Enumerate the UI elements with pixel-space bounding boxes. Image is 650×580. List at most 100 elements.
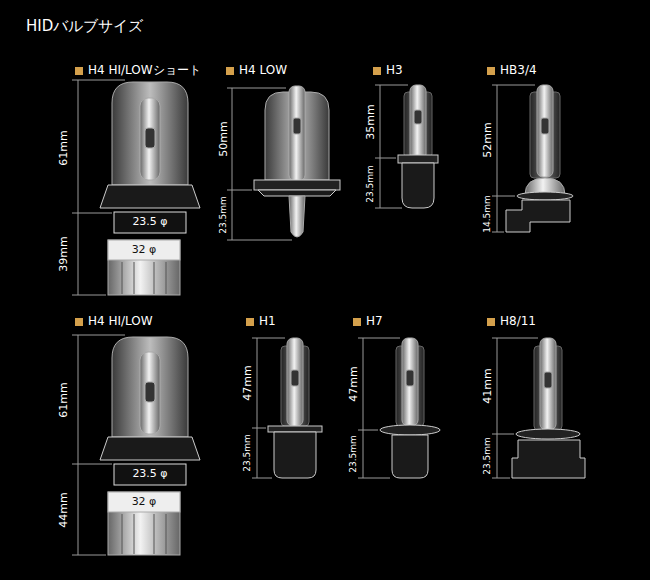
dimension-lines-part xyxy=(78,335,79,555)
h7-bulb-part xyxy=(402,338,418,426)
dimension-lines-part xyxy=(252,478,272,479)
bulb-name: H8/11 xyxy=(500,315,536,328)
dimension-lines-part xyxy=(497,338,498,478)
h3-bulb-part xyxy=(410,85,426,160)
dimension-lines-part xyxy=(358,430,378,431)
bulb-name: H3 xyxy=(386,64,403,77)
dimension: 44mm xyxy=(58,492,70,527)
h1-bulb-part xyxy=(291,370,299,386)
dimension-lines-part xyxy=(257,338,258,478)
dimension: 23.5mm xyxy=(483,437,493,475)
h3-bulb xyxy=(398,85,438,208)
dimension-lines-part xyxy=(363,338,364,478)
h811-bulb-part xyxy=(544,372,552,388)
h4-low-bulb-part xyxy=(258,190,336,196)
h811-bulb xyxy=(512,338,585,478)
bullet-squares-part xyxy=(226,67,234,75)
h1-bulb-part xyxy=(268,426,322,432)
h4-low-bulb xyxy=(254,86,340,237)
diameter: 32 φ xyxy=(132,496,157,508)
dimension: 23.5mm xyxy=(243,434,253,472)
h4-short-bulb-part xyxy=(112,82,188,185)
dimension: 52mm xyxy=(482,122,494,157)
dimension-lines-part xyxy=(72,213,112,214)
h3-bulb-part xyxy=(414,110,422,124)
dimension-lines-part xyxy=(72,295,106,296)
bulb-name: H1 xyxy=(259,315,276,328)
dimension-lines-part xyxy=(492,196,515,197)
h4-bulb-part-part xyxy=(166,514,167,554)
dimension: 35mm xyxy=(365,104,377,139)
dimension-lines-part xyxy=(492,232,504,233)
bullet-squares-part xyxy=(487,67,495,75)
h811-bulb-part xyxy=(512,440,585,478)
h4-short-bulb-part xyxy=(100,185,200,208)
h4-bulb-part xyxy=(122,514,166,554)
h4-short-bulb-part-part xyxy=(154,262,155,294)
dimension-lines-part xyxy=(227,190,252,191)
h4-short-bulb-part xyxy=(108,240,180,295)
dimension-lines-part xyxy=(232,88,233,240)
dimension: 47mm xyxy=(348,366,360,401)
h4-short-bulb-part xyxy=(114,212,186,233)
h7-bulb-part xyxy=(380,425,440,435)
page-title: HIDバルブサイズ xyxy=(26,18,143,35)
h4-bulb-part xyxy=(100,437,200,460)
dimension: 39mm xyxy=(58,236,70,271)
dimension-lines-part xyxy=(72,80,125,81)
dimension-lines-part xyxy=(497,85,498,232)
h4-bulb-part-part xyxy=(122,514,123,554)
dimension-lines-part xyxy=(492,434,514,435)
dimension-lines-part xyxy=(252,338,285,339)
h4-low-bulb-part xyxy=(289,196,305,237)
diameter: 32 φ xyxy=(132,244,157,256)
bulb-name: H7 xyxy=(366,315,383,328)
h4-bulb-part xyxy=(112,337,188,437)
dimension-lines-part xyxy=(380,85,381,208)
h7-bulb-part xyxy=(406,370,414,386)
dimension-lines-part xyxy=(375,85,408,86)
h4-low-bulb-part xyxy=(254,180,340,190)
h4-short-bulb-part xyxy=(140,98,160,180)
h3-bulb-part xyxy=(402,163,434,208)
dimension: 14.5mm xyxy=(483,195,493,233)
h4-short-bulb-part xyxy=(145,128,155,148)
h4-bulb-part xyxy=(140,352,160,434)
dimension-lines-part xyxy=(492,478,510,479)
dimension-lines-part xyxy=(492,338,538,339)
dimension-lines-part xyxy=(72,555,106,556)
diameter: 23.5 φ xyxy=(132,468,167,480)
h1-bulb xyxy=(268,338,322,478)
hb34-bulb-part xyxy=(537,85,553,177)
bullet-squares-part xyxy=(75,318,83,326)
h4-short-bulb xyxy=(100,82,200,295)
bulb-name: H4 HI/LOW xyxy=(88,315,153,328)
bullet-squares-part xyxy=(487,318,495,326)
h811-bulb-part xyxy=(540,338,556,430)
bullet-squares-part xyxy=(373,67,381,75)
hb34-bulb xyxy=(506,85,573,232)
dimension: 23.5mm xyxy=(366,165,376,203)
h4-low-bulb-part xyxy=(293,118,301,134)
dimension: 23.5mm xyxy=(219,196,229,234)
h811-bulb-part xyxy=(516,429,580,439)
dimension-lines-part xyxy=(227,240,292,241)
dimension: 61mm xyxy=(58,130,70,165)
h4-bulb-part-part xyxy=(134,514,135,554)
bulb-name: H4 HI/LOWショート xyxy=(88,64,201,77)
dimension-lines-part xyxy=(375,208,402,209)
h4-bulb-part-part xyxy=(154,514,155,554)
h4-bulb-part xyxy=(114,464,186,485)
dimension: 61mm xyxy=(58,382,70,417)
hb34-bulb-part xyxy=(517,192,573,200)
bulb-name: HB3/4 xyxy=(500,64,537,77)
h4-short-bulb-part-part xyxy=(166,262,167,294)
h4-bulb-part xyxy=(108,492,180,512)
h4-short-bulb-part-part xyxy=(134,262,135,294)
h4-short-bulb-part xyxy=(108,240,180,260)
h4-low-bulb-part xyxy=(289,86,305,181)
h1-bulb-part xyxy=(274,432,316,478)
hb34-bulb-part xyxy=(541,118,549,134)
